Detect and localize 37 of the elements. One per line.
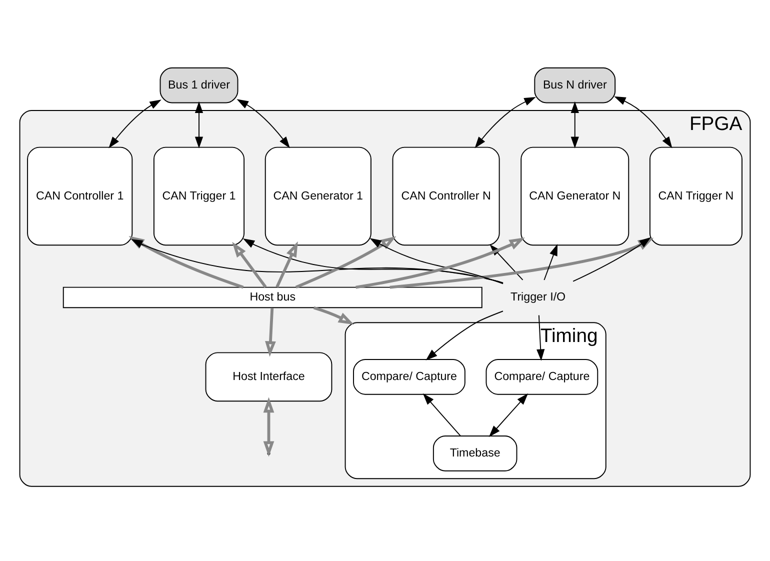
- arrow: [488, 392, 528, 437]
- arrow: [128, 236, 244, 288]
- arrow: [295, 236, 396, 288]
- arrow: [422, 392, 461, 436]
- arrow: [236, 98, 290, 148]
- node-box: Compare/ Capture: [486, 358, 598, 394]
- node-box: CAN Controller 1: [27, 146, 133, 246]
- arrow: [426, 310, 504, 360]
- node-box: Host Interface: [205, 352, 332, 402]
- arrow: [130, 238, 504, 283]
- node-box: CAN Generator 1: [264, 146, 372, 246]
- arrow: [370, 238, 504, 284]
- arrow: [544, 244, 558, 280]
- node-text: Trigger I/O: [510, 290, 566, 303]
- node-box: Bus N driver: [534, 66, 616, 103]
- node-box: Compare/ Capture: [353, 358, 466, 394]
- node-box: Host bus: [62, 286, 482, 308]
- node-box: CAN Controller N: [392, 146, 500, 246]
- arrow: [313, 306, 354, 324]
- node-box: Bus 1 driver: [160, 66, 238, 103]
- arrow: [474, 96, 536, 148]
- arrow: [232, 241, 267, 288]
- arrow: [265, 307, 276, 356]
- node-box: CAN Trigger 1: [153, 146, 245, 246]
- node-box: Timebase: [432, 435, 518, 471]
- arrow: [108, 99, 162, 148]
- arrow: [572, 236, 651, 282]
- arrow: [390, 237, 654, 288]
- arrow: [242, 238, 504, 283]
- arrow: [536, 314, 545, 360]
- arrow: [570, 100, 579, 148]
- arrow: [194, 100, 204, 148]
- node-box: CAN Trigger N: [649, 146, 742, 246]
- arrow: [356, 236, 525, 288]
- arrow: [276, 240, 298, 288]
- arrow: [614, 96, 672, 148]
- node-box: CAN Generator N: [520, 146, 630, 246]
